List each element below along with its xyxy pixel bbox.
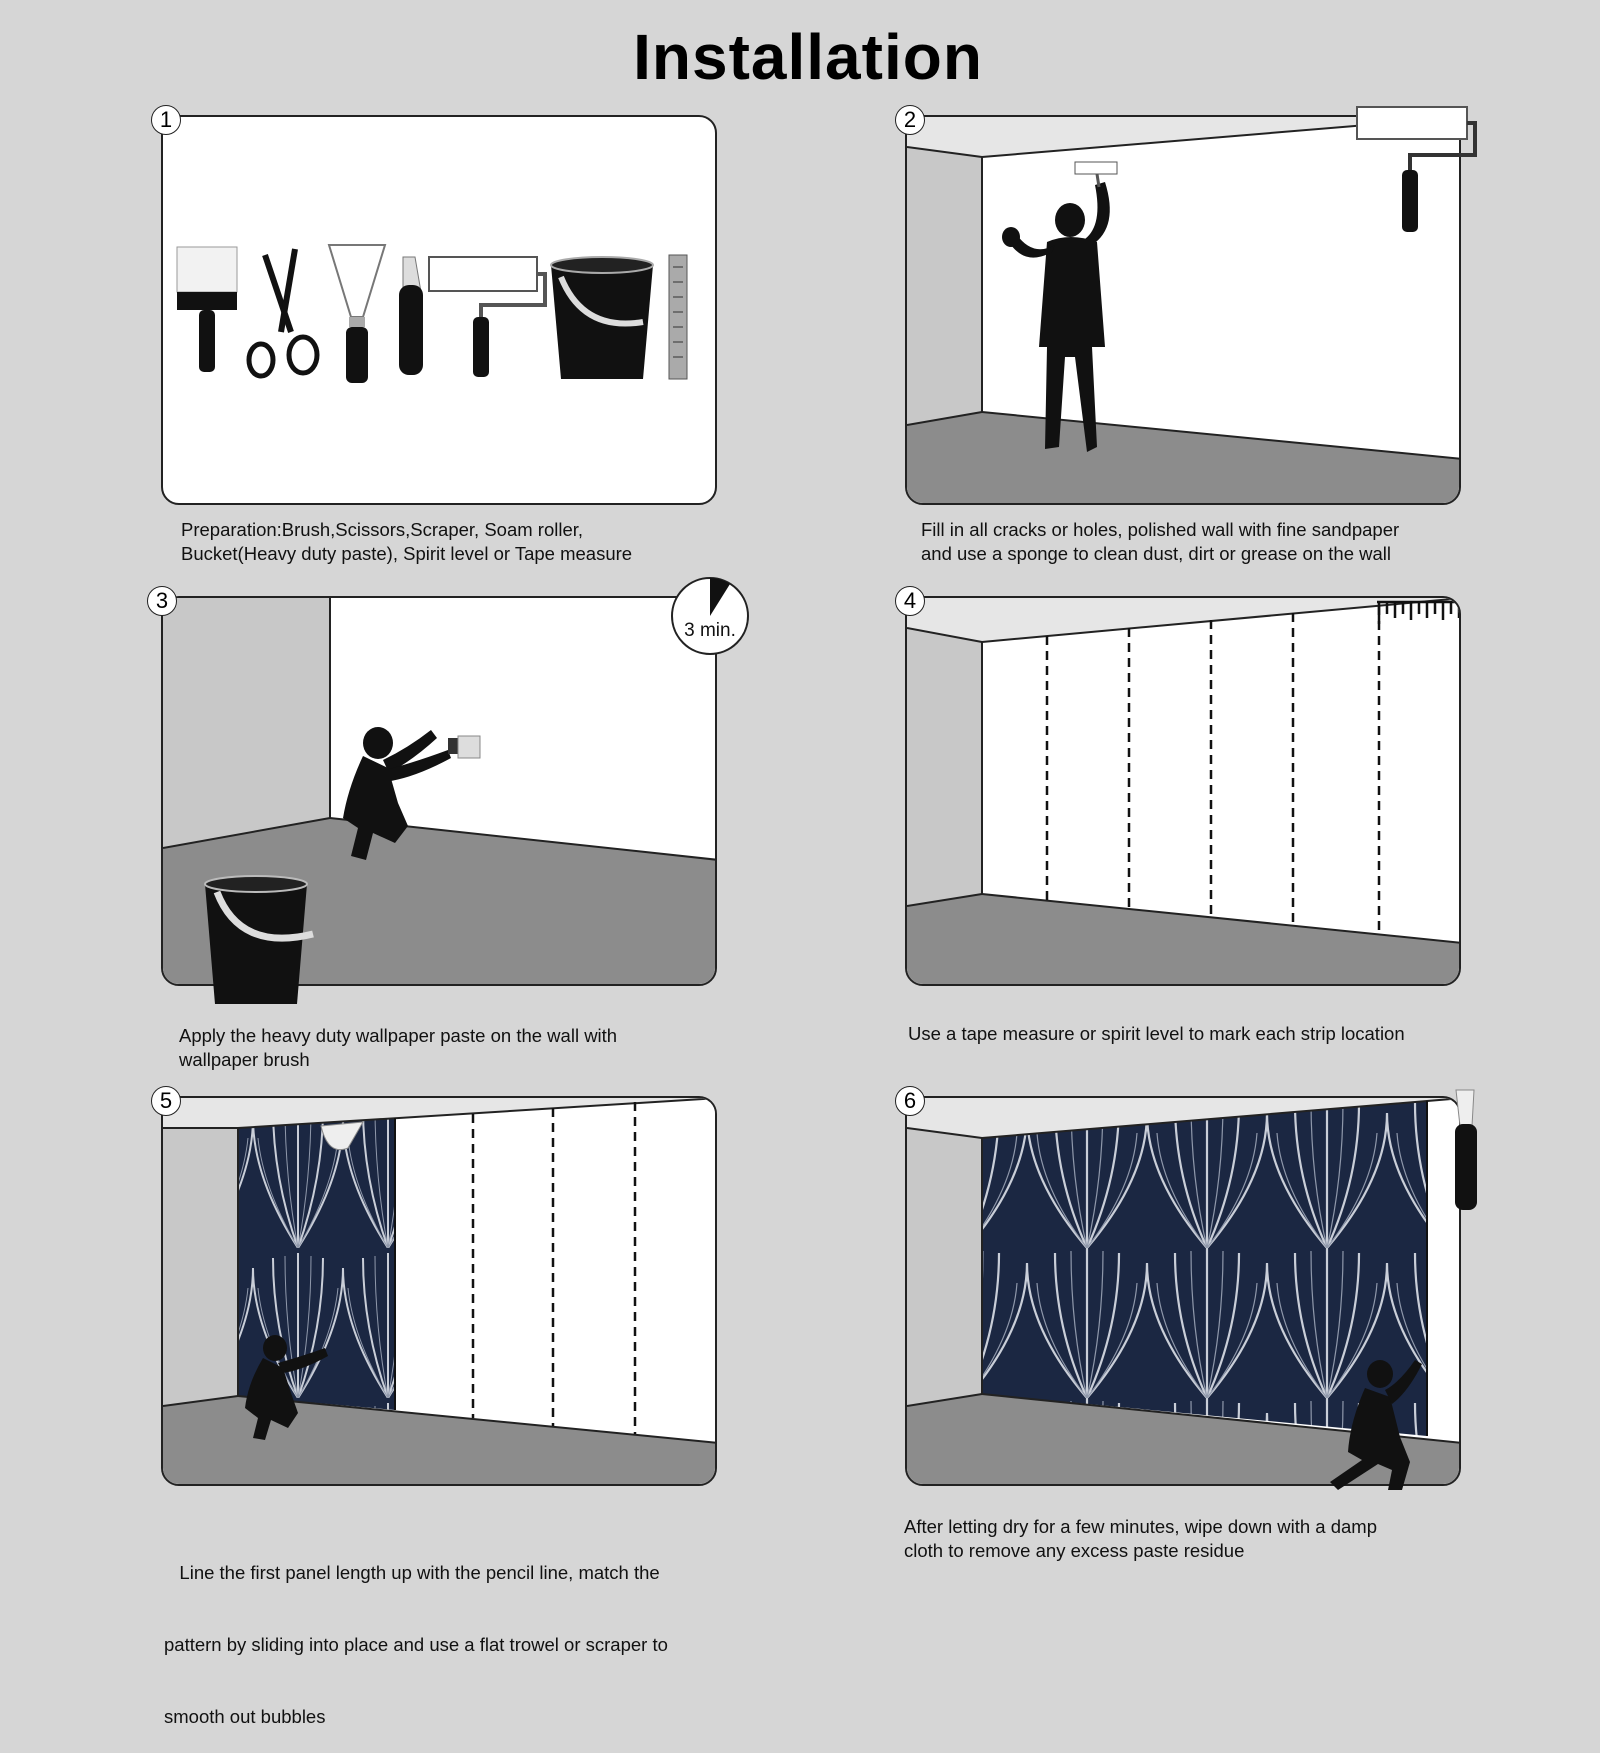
side-wall — [907, 147, 982, 425]
step-3-caption: Apply the heavy duty wallpaper paste on … — [179, 1024, 617, 1072]
strip-guide-lines — [471, 1102, 637, 1434]
step-4-number: 4 — [895, 586, 925, 616]
step-1-panel — [161, 115, 717, 505]
utility-knife-icon — [399, 256, 423, 375]
ceiling — [163, 1098, 715, 1128]
page-title: Installation — [633, 21, 983, 93]
bucket-icon — [550, 256, 654, 379]
step-5-panel — [161, 1096, 717, 1486]
step-5-caption: Line the first panel length up with the … — [164, 1513, 668, 1753]
bucket-icon — [204, 875, 314, 1004]
ruler-icon — [668, 254, 688, 380]
step-6-number: 6 — [895, 1086, 925, 1116]
wallpaper — [982, 1101, 1427, 1436]
side-wall — [907, 1128, 982, 1406]
floor — [907, 894, 1459, 984]
step-2-panel — [905, 115, 1461, 505]
tools-illustration — [176, 244, 688, 383]
step-4-panel — [905, 596, 1461, 986]
floor — [163, 1396, 715, 1484]
person-silhouette — [1002, 182, 1110, 452]
scraper-icon — [327, 244, 387, 383]
side-wall — [163, 1128, 238, 1406]
ceiling — [907, 598, 1459, 642]
ceiling — [907, 1098, 1459, 1138]
paste-brush-icon — [448, 735, 481, 759]
caption-line: Fill in all cracks or holes, polished wa… — [921, 519, 1400, 540]
caption-line: wallpaper brush — [179, 1049, 310, 1070]
caption-line: After letting dry for a few minutes, wip… — [904, 1516, 1377, 1537]
step-6-panel — [905, 1096, 1461, 1486]
caption-line: Use a tape measure or spirit level to ma… — [908, 1023, 1405, 1044]
floor — [907, 412, 1459, 503]
step-5-number: 5 — [151, 1086, 181, 1116]
step-4-caption: Use a tape measure or spirit level to ma… — [908, 1022, 1405, 1046]
room-illustration — [163, 1098, 715, 1484]
timer-icon — [671, 577, 749, 655]
paint-roller-icon — [1356, 106, 1477, 232]
caption-line: pattern by sliding into place and use a … — [164, 1634, 668, 1655]
side-wall — [907, 628, 982, 906]
tape-measure-icon — [1377, 600, 1459, 624]
caption-line: cloth to remove any excess paste residue — [904, 1540, 1245, 1561]
room-illustration — [907, 598, 1459, 984]
step-1-caption: Preparation:Brush,Scissors,Scraper, Soam… — [181, 518, 632, 566]
brush-icon — [176, 246, 238, 372]
room-illustration — [907, 117, 1459, 503]
scissors-icon — [246, 248, 320, 379]
step-2-number: 2 — [895, 105, 925, 135]
strip-guide-lines — [1045, 606, 1381, 934]
person-silhouette — [245, 1335, 328, 1440]
side-wall — [163, 598, 330, 848]
step-3-number: 3 — [147, 586, 177, 616]
scraper-knife-icon — [1455, 1089, 1477, 1210]
step-2-caption: Fill in all cracks or holes, polished wa… — [921, 518, 1399, 566]
back-wall — [982, 598, 1459, 943]
person-silhouette — [1330, 1360, 1422, 1490]
back-wall — [330, 598, 715, 860]
timer-label: 3 min. — [684, 620, 736, 641]
caption-line: Preparation:Brush,Scissors,Scraper, Soam… — [181, 519, 584, 540]
caption-line: smooth out bubbles — [164, 1706, 326, 1727]
caption-line: Bucket(Heavy duty paste), Spirit level o… — [181, 543, 633, 564]
room-illustration — [907, 1098, 1459, 1484]
person-silhouette — [343, 727, 451, 860]
caption-line: and use a sponge to clean dust, dirt or … — [921, 543, 1391, 564]
caption-line: Line the first panel length up with the … — [164, 1562, 660, 1583]
caption-line: Apply the heavy duty wallpaper paste on … — [179, 1025, 618, 1046]
step-3-panel — [161, 596, 717, 986]
ceiling — [907, 117, 1459, 157]
step-6-caption: After letting dry for a few minutes, wip… — [904, 1515, 1377, 1563]
step-1-number: 1 — [151, 105, 181, 135]
roller-icon — [1074, 161, 1118, 188]
floor — [907, 1394, 1459, 1484]
room-illustration — [163, 598, 715, 984]
paint-roller-icon — [428, 256, 547, 377]
